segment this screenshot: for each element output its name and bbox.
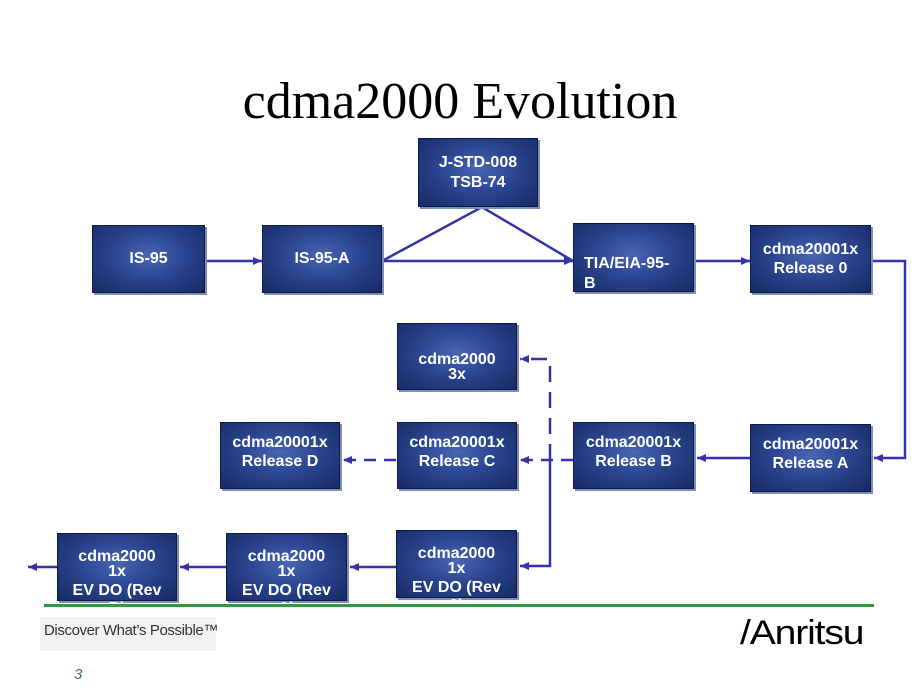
box-label: cdma20001x Release C	[409, 434, 505, 470]
box-label: cdma2000 3x	[418, 351, 496, 383]
anritsu-logo: /Anritsu	[740, 614, 865, 652]
tagline: Discover What’s Possible™	[44, 622, 218, 639]
box-label-bottom: EV DO (Rev B)	[72, 582, 162, 617]
box-label-bottom: EV DO (Rev 0)	[412, 579, 501, 614]
box-tia-eia-95-b: TIA/EIA-95- B	[573, 223, 694, 292]
box-label: cdma20001x Release 0	[762, 241, 859, 277]
footer-rule	[44, 604, 874, 607]
box-evdo-rev-b: cdma2000 1x EV DO (Rev B)	[57, 533, 177, 617]
arrow-to-evdo0	[520, 460, 552, 570]
box-jstd-008: J-STD-008 TSB-74	[418, 138, 538, 207]
box-label: TIA/EIA-95- B	[584, 255, 670, 292]
tagline-background	[40, 617, 216, 651]
link-is95a-jstd-tia	[381, 205, 574, 263]
dashed-to-3x	[520, 355, 552, 460]
page-number: 3	[74, 666, 83, 683]
box-label: IS-95-A	[294, 250, 350, 267]
box-is-95-a: IS-95-A	[262, 225, 382, 293]
box-release-a: cdma20001x Release A	[750, 424, 871, 492]
box-label-top: cdma2000 1x	[247, 548, 326, 580]
box-release-c: cdma20001x Release C	[397, 422, 517, 489]
box-label: cdma20001x Release D	[232, 434, 328, 470]
box-label: IS-95	[129, 250, 168, 267]
box-label-top: cdma2000 1x	[78, 548, 156, 580]
box-label: cdma20001x Release A	[762, 436, 859, 472]
slide-title: cdma2000 Evolution	[242, 73, 678, 130]
box-label-top: cdma2000 1x	[417, 545, 496, 577]
box-label: J-STD-008 TSB-74	[438, 153, 518, 191]
box-is-95: IS-95	[92, 225, 205, 293]
box-evdo-rev-0: cdma2000 1x EV DO (Rev 0)	[396, 530, 517, 614]
box-label: cdma20001x Release B	[585, 434, 682, 470]
box-label-bottom: EV DO (Rev A)	[242, 582, 331, 617]
box-release-b: cdma20001x Release B	[573, 422, 694, 489]
arrow-rel0-to-relA	[871, 259, 907, 462]
box-evdo-rev-a: cdma2000 1x EV DO (Rev A)	[226, 533, 347, 617]
box-release-d: cdma20001x Release D	[220, 422, 340, 489]
box-cdma2000-3x: cdma2000 3x	[397, 323, 517, 390]
box-release-0: cdma20001x Release 0	[750, 225, 871, 293]
